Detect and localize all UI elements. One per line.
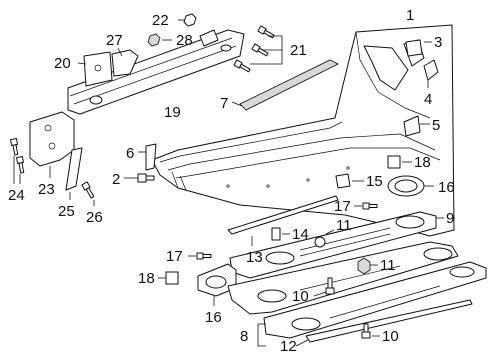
callout-25: 25 [58,203,75,220]
screw-17-upper [354,202,378,210]
exhaust-ring-16-left [197,263,237,306]
callout-3: 3 [434,34,442,51]
callout-8: 8 [240,328,248,345]
callout-15: 15 [366,173,383,190]
callout-5: 5 [432,117,440,134]
callout-14: 14 [292,226,309,243]
bracket-18-lower [158,271,179,285]
callout-9: 9 [446,210,454,227]
callout-1: 1 [406,7,414,24]
callout-16b: 16 [438,179,455,196]
strip-12 [295,299,473,347]
screw-10-lower [361,323,380,339]
callout-12: 12 [280,338,297,355]
callout-26: 26 [86,209,103,226]
callout-7: 7 [220,95,228,112]
nut-28 [147,33,172,47]
side-bracket-23 [29,111,75,178]
callout-27: 27 [106,32,123,49]
callout-19: 19 [164,104,181,121]
callout-6: 6 [126,145,134,162]
cap-5 [403,115,430,137]
screw-10-upper [313,277,335,297]
callout-21: 21 [290,42,307,59]
bracket-20 [77,51,113,87]
callout-20: 20 [54,55,71,72]
lower-panel-8 [257,261,487,347]
callout-16a: 16 [205,309,222,326]
callout-28: 28 [176,32,193,49]
callout-13: 13 [246,249,263,266]
clip-14 [271,227,290,241]
clip-15 [335,173,364,189]
callout-24: 24 [8,187,25,204]
screw-17-lower [188,252,212,260]
strip-13 [227,195,339,246]
callout-2: 2 [112,171,120,188]
clip-11-upper [314,229,335,248]
bolts-24 [10,138,25,184]
callout-18a: 18 [414,154,431,171]
bolts-21 [233,25,283,73]
callout-11a: 11 [336,217,352,234]
callout-10b: 10 [382,328,399,345]
callout-10a: 10 [292,288,309,305]
nut-22 [178,13,197,27]
callout-22: 22 [152,12,169,29]
clip-2 [124,173,155,183]
lower-trim-8 [227,241,459,315]
bracket-25 [65,147,83,200]
bumper-reinforcement [67,29,245,115]
callout-11b: 11 [380,257,396,274]
screw-26 [81,181,95,206]
callout-17a: 17 [334,198,351,215]
clip-11-lower [357,257,378,275]
callout-23: 23 [38,181,55,198]
bracket-18-upper [387,155,412,169]
bracket-6 [138,143,157,171]
bumper-cover [151,24,455,237]
callout-17b: 17 [166,248,183,265]
molding-7 [231,59,339,111]
exhaust-ring-16-right [387,175,434,197]
bracket-4 [423,59,439,88]
bracket-27 [111,47,139,77]
callout-4: 4 [424,91,432,108]
callout-18b: 18 [138,270,155,287]
cap-3 [405,39,432,57]
